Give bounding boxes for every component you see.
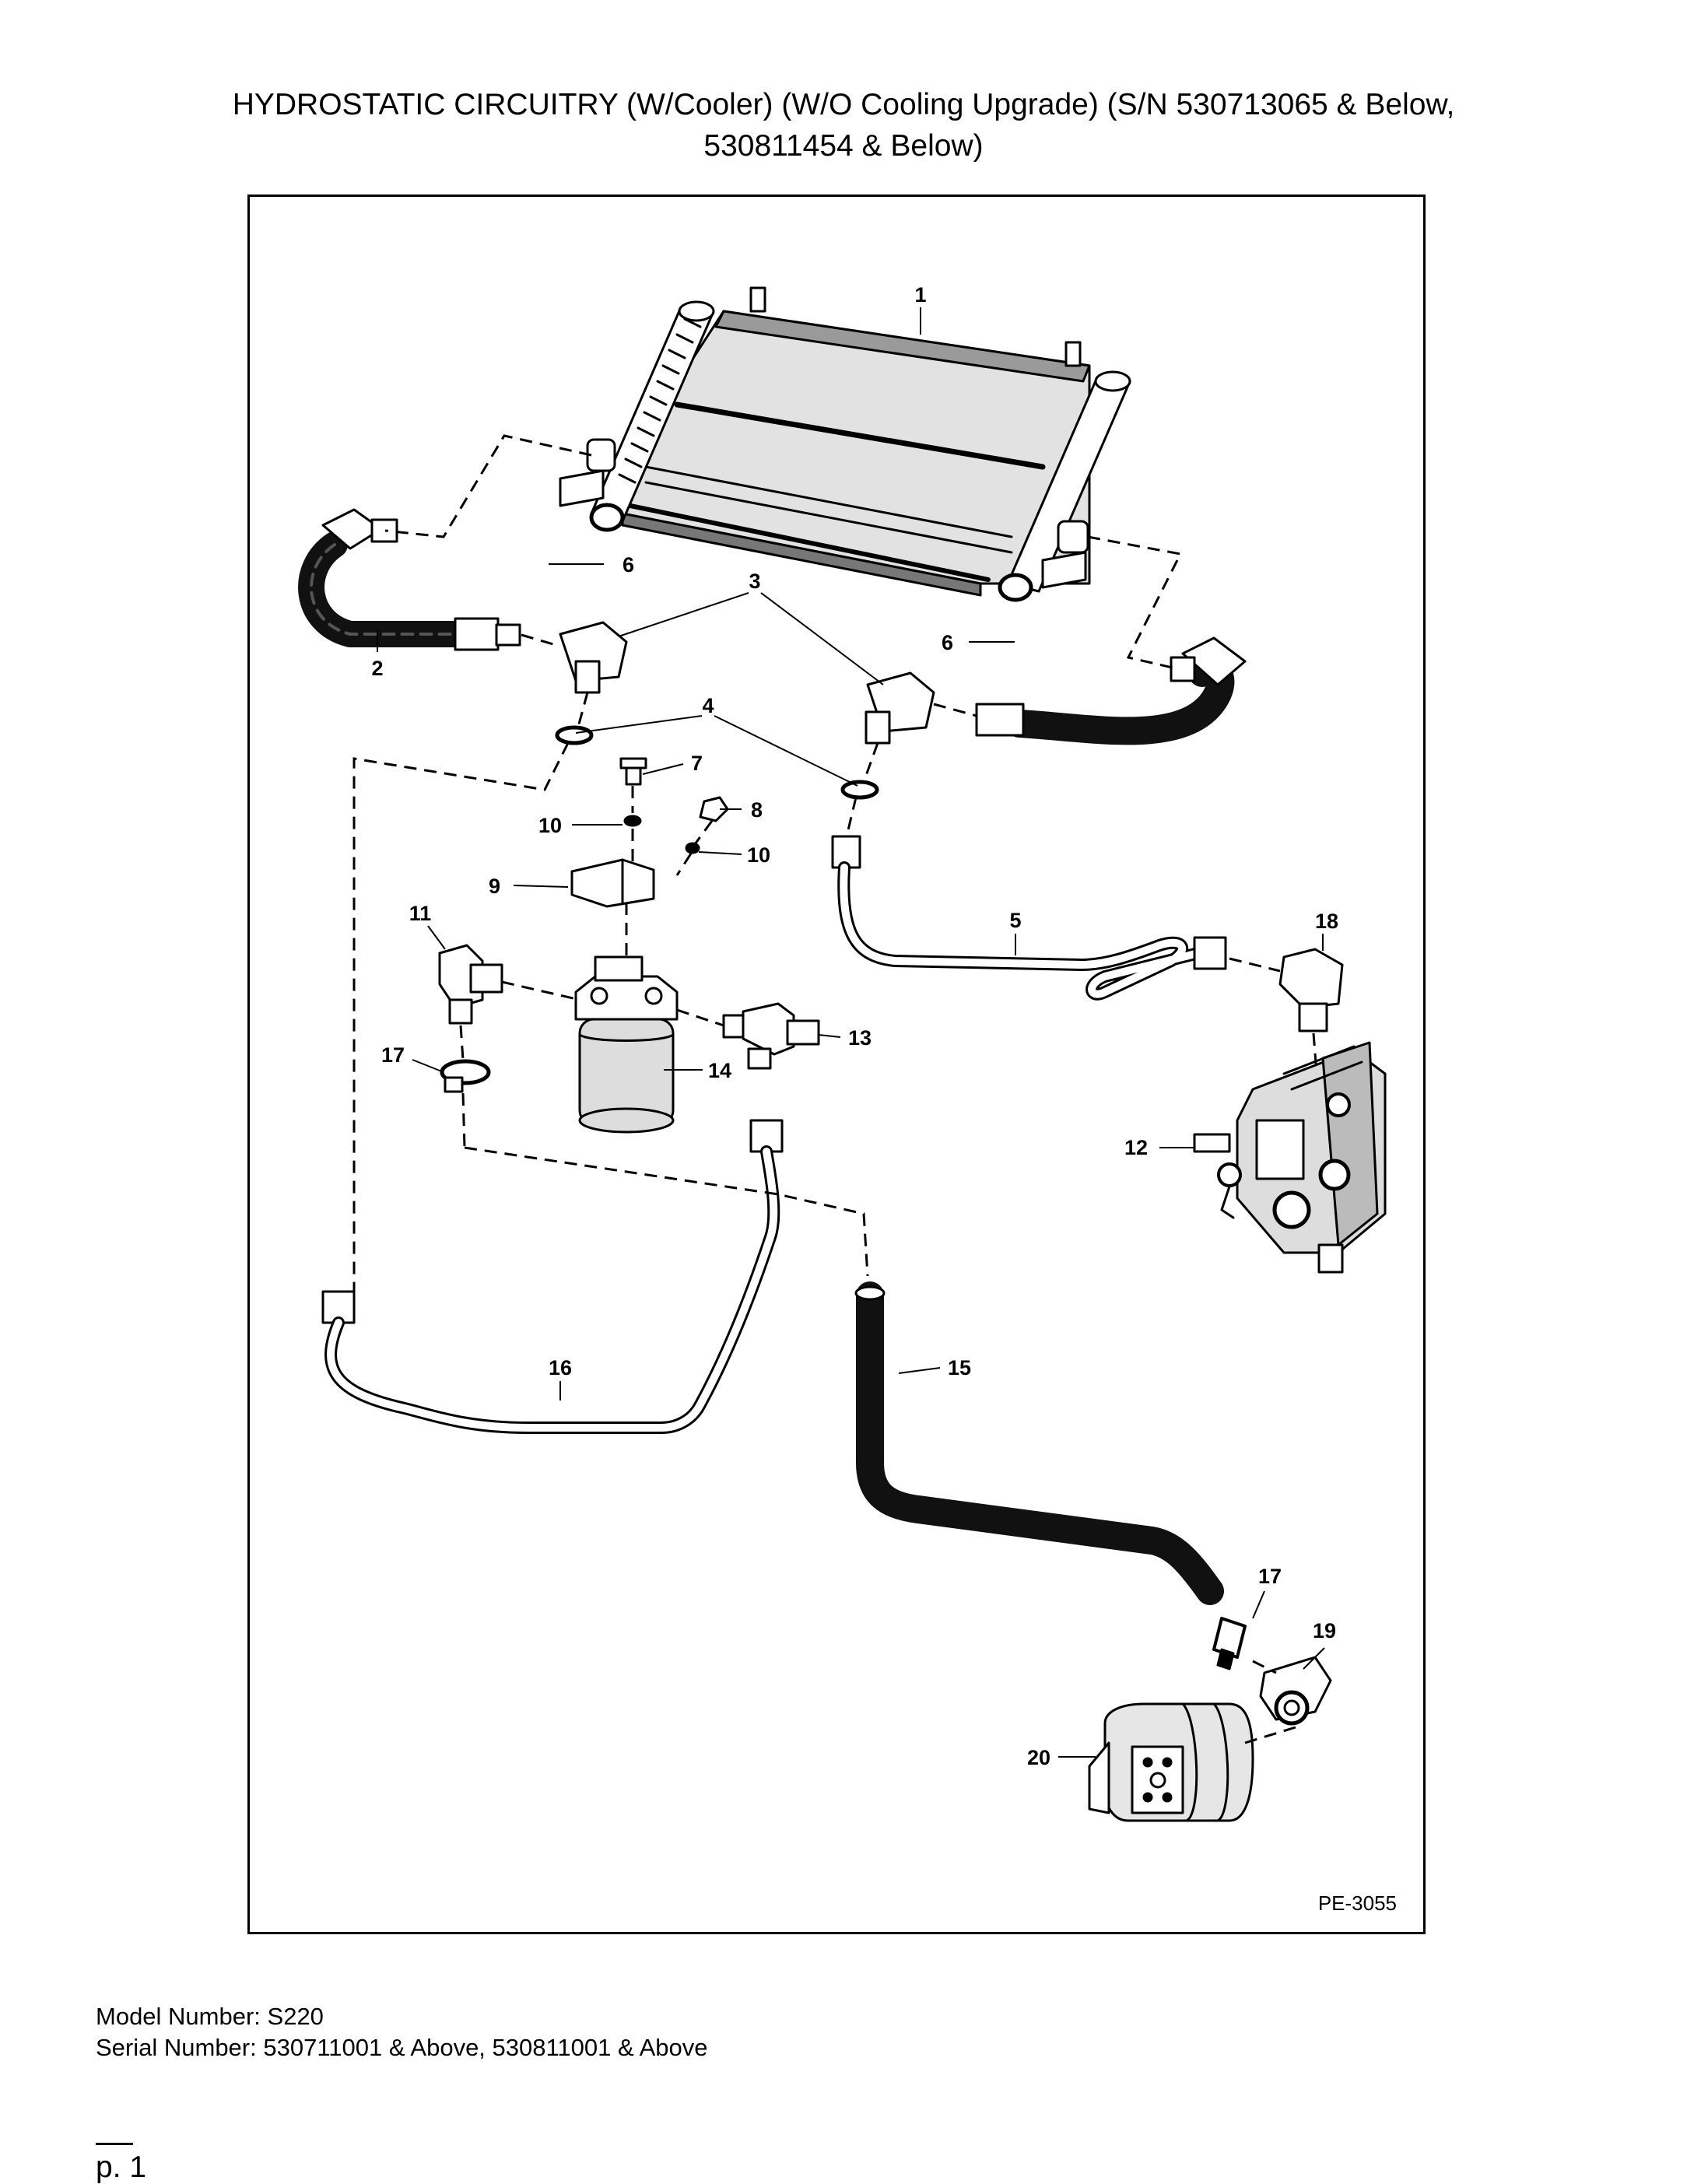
connection-lines — [352, 434, 1318, 1744]
hose-clamp-lower — [1212, 1617, 1247, 1670]
callout-15: 15 — [948, 1356, 971, 1379]
title-line-1: HYDROSTATIC CIRCUITRY (W/Cooler) (W/O Co… — [232, 88, 1455, 121]
oil-cooler — [559, 286, 1131, 602]
tube-16 — [321, 1119, 784, 1434]
filter-bracket-hardware — [570, 757, 729, 908]
callout-8: 8 — [751, 798, 763, 822]
page-title: HYDROSTATIC CIRCUITRY (W/Cooler) (W/O Co… — [0, 84, 1687, 167]
gear-pump — [1088, 1702, 1254, 1822]
drawing-code: PE-3055 — [1318, 1891, 1397, 1915]
callout-12: 12 — [1124, 1136, 1148, 1159]
callout-5: 5 — [1009, 909, 1021, 932]
callout-14: 14 — [708, 1059, 731, 1082]
o-rings — [555, 725, 879, 800]
leader-lines — [377, 307, 1325, 1758]
callout-11: 11 — [409, 902, 432, 925]
hose-left — [298, 508, 521, 651]
callout-19: 19 — [1313, 1619, 1336, 1642]
hose-right — [975, 636, 1247, 745]
callout-6b: 6 — [942, 631, 953, 654]
elbow-fitting-18 — [1278, 948, 1344, 1032]
callout-17a: 17 — [381, 1043, 405, 1067]
callout-6a: 6 — [623, 553, 634, 577]
callout-20: 20 — [1027, 1746, 1050, 1769]
callout-10b: 10 — [747, 843, 770, 867]
diagram-frame — [247, 195, 1426, 1934]
callout-2: 2 — [371, 657, 383, 680]
callout-16: 16 — [549, 1356, 572, 1379]
hydrostatic-pump — [1193, 1041, 1387, 1274]
callout-labels: 1 2 3 4 5 6 6 7 8 9 10 10 11 12 13 14 15… — [371, 283, 1338, 1769]
footer-rule — [96, 2143, 133, 2145]
hose-clamp-upper — [440, 1059, 491, 1093]
callout-9: 9 — [489, 875, 500, 898]
elbow-fitting-11 — [438, 944, 503, 1025]
tube-5 — [831, 835, 1227, 1001]
callout-3: 3 — [749, 570, 760, 593]
serial-number: Serial Number: 530711001 & Above, 530811… — [96, 2034, 708, 2061]
elbow-fittings — [559, 621, 935, 745]
callout-4: 4 — [702, 694, 714, 717]
hose-15 — [854, 1281, 1224, 1605]
elbow-fitting-13 — [722, 1002, 820, 1070]
fitting-19 — [1259, 1656, 1332, 1726]
title-line-2: 530811454 & Below) — [703, 129, 984, 163]
callout-18: 18 — [1315, 910, 1338, 933]
callout-10a: 10 — [538, 814, 562, 837]
hydraulic-filter — [574, 955, 679, 1134]
callout-7: 7 — [691, 752, 703, 775]
callout-17b: 17 — [1258, 1565, 1282, 1588]
model-number: Model Number: S220 — [96, 2003, 324, 2030]
page-number: p. 1 — [96, 2151, 147, 2184]
callout-1: 1 — [914, 283, 926, 307]
callout-13: 13 — [848, 1026, 872, 1050]
